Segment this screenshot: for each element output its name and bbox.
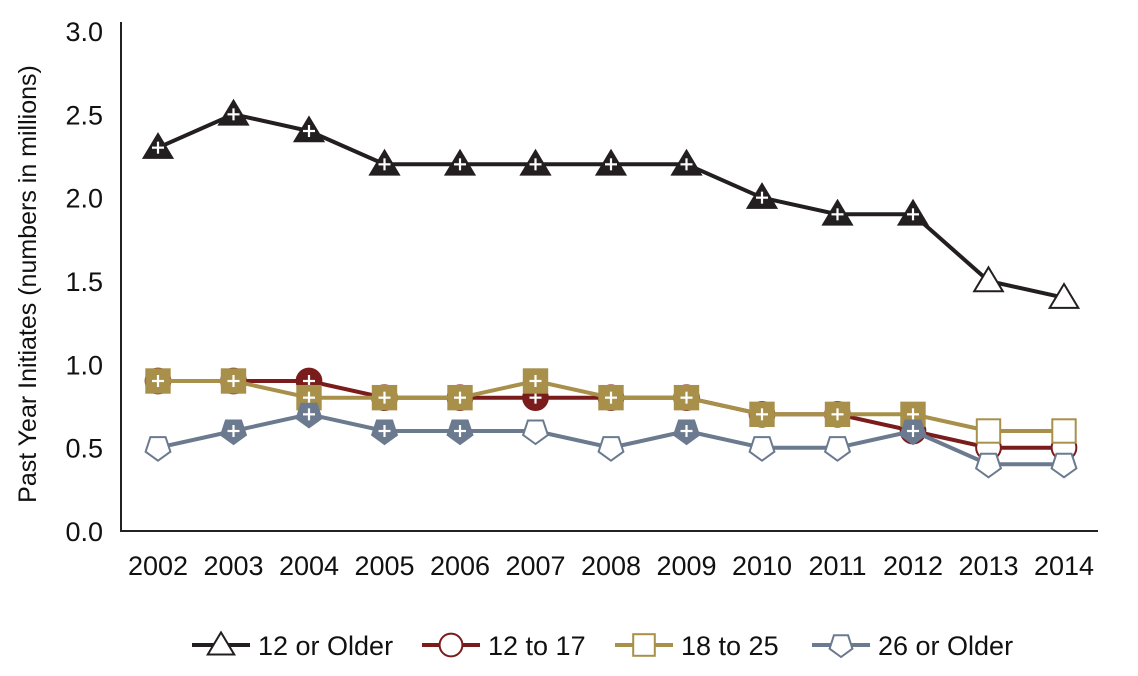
legend-item: 18 to 25 [615, 631, 779, 661]
x-tick-label: 2014 [1034, 551, 1094, 581]
y-tick-label: 0.5 [65, 434, 103, 464]
data-point [597, 436, 625, 462]
legend-label: 18 to 25 [681, 631, 779, 661]
x-tick-label: 2008 [581, 551, 641, 581]
x-tick-label: 2007 [505, 551, 565, 581]
x-tick-label: 2006 [430, 551, 490, 581]
legend-label: 12 or Older [258, 631, 393, 661]
legend-item: 26 or Older [812, 631, 1013, 661]
x-tick-label: 2003 [203, 551, 263, 581]
data-point [1050, 452, 1078, 479]
legend-marker [632, 633, 656, 657]
y-tick-label: 1.0 [65, 350, 103, 380]
y-tick-label: 3.0 [65, 17, 103, 47]
series-triangle [141, 98, 1081, 309]
data-point [748, 436, 776, 462]
x-tick-label: 2011 [808, 551, 866, 581]
data-point [975, 418, 1002, 444]
legend-marker [438, 632, 464, 658]
y-tick-label: 2.5 [65, 100, 103, 130]
legend-item: 12 to 17 [422, 631, 586, 661]
data-point [972, 265, 1005, 293]
x-tick-label: 2012 [883, 551, 943, 581]
y-tick-label: 1.5 [65, 267, 103, 297]
y-tick-label: 2.0 [65, 184, 103, 214]
x-tick-label: 2004 [279, 551, 339, 581]
data-point [1047, 282, 1081, 309]
x-tick-label: 2010 [732, 551, 792, 581]
data-point [144, 436, 172, 462]
data-point [521, 419, 550, 446]
legend-label: 26 or Older [878, 631, 1013, 661]
x-tick-label: 2013 [958, 551, 1018, 581]
legend-marker [828, 634, 854, 659]
x-tick-label: 2002 [128, 551, 188, 581]
data-point [1051, 418, 1077, 444]
series-square [145, 368, 1077, 444]
y-tick-labels: 0.0 0.5 1.0 1.5 2.0 2.5 3.0 [65, 17, 103, 547]
data-point [974, 452, 1003, 479]
legend: 12 or Older 12 to 17 18 to 25 26 or Older [192, 630, 1013, 661]
series-pentagon [144, 402, 1078, 479]
axes [120, 22, 1098, 532]
legend-label: 12 to 17 [488, 631, 586, 661]
y-tick-label: 0.0 [65, 517, 103, 547]
legend-item: 12 or Older [192, 630, 393, 661]
x-tick-label: 2005 [354, 551, 414, 581]
legend-marker [206, 630, 236, 656]
x-tick-label: 2009 [656, 551, 716, 581]
data-point [823, 436, 852, 462]
y-axis-title: Past Year Initiates (numbers in millions… [14, 65, 42, 503]
series-lines [141, 98, 1081, 479]
x-tick-labels: 2002 2003 2004 2005 2006 2007 2008 2009 2010 2011… [128, 551, 1094, 581]
